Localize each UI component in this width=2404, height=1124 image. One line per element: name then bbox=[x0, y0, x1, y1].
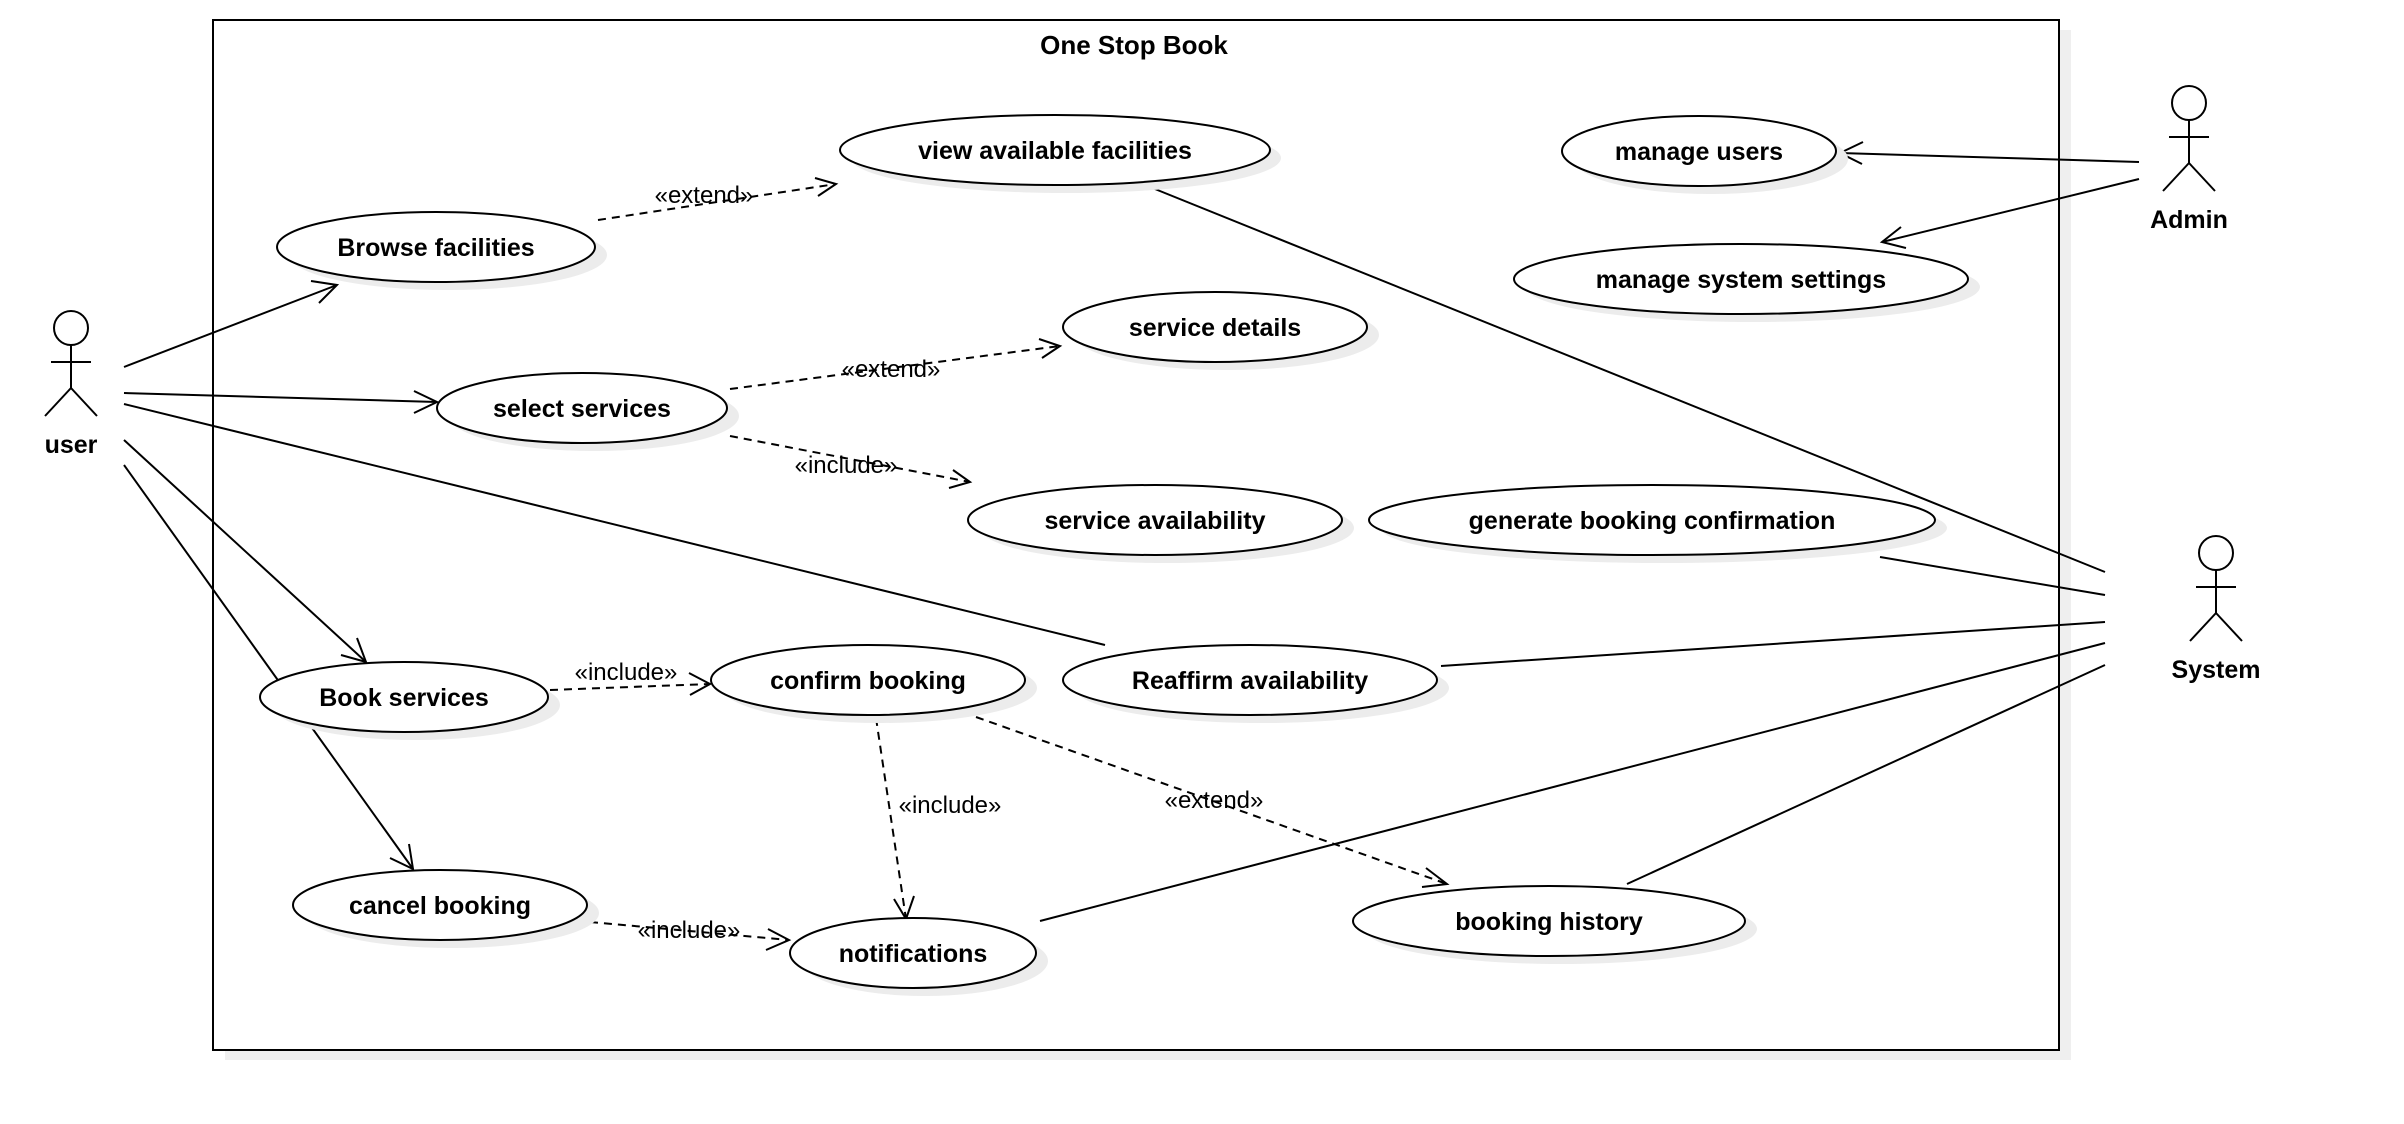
assoc-user-book bbox=[123, 439, 367, 663]
dep-browse-view bbox=[597, 183, 837, 221]
assoc-system-generate bbox=[1879, 556, 2106, 596]
arrowhead-user-browse bbox=[310, 280, 340, 304]
dependencies: «extend» «extend» «include» «include» «i… bbox=[549, 177, 1450, 951]
label-browse-extend: «extend» bbox=[655, 182, 754, 209]
use-case-label: service availability bbox=[1045, 507, 1266, 535]
use-case-label: Reaffirm availability bbox=[1132, 667, 1368, 695]
label-select-extend: «extend» bbox=[842, 356, 941, 383]
actor-label: Admin bbox=[2150, 206, 2228, 234]
use-case-browse-facilities[interactable]: Browse facilities bbox=[276, 211, 607, 290]
use-case-book-services[interactable]: Book services bbox=[259, 661, 560, 740]
label-select-include: «include» bbox=[795, 452, 898, 479]
use-case-label: confirm booking bbox=[770, 667, 966, 695]
actor-user[interactable]: user bbox=[44, 310, 98, 459]
assoc-system-notifications bbox=[1039, 642, 2106, 922]
dep-cancel-notifications bbox=[589, 921, 790, 941]
actor-label: user bbox=[45, 431, 98, 459]
label-cancel-include: «include» bbox=[638, 917, 741, 944]
use-case-confirm-booking[interactable]: confirm booking bbox=[710, 644, 1037, 723]
assoc-admin-users bbox=[1839, 152, 2140, 163]
assoc-user-cancel bbox=[123, 464, 414, 870]
assoc-user-select bbox=[123, 392, 438, 403]
use-case-label: manage system settings bbox=[1596, 266, 1886, 294]
arrowhead-book-confirm bbox=[688, 672, 713, 696]
arrowhead-cancel-notifications bbox=[765, 928, 792, 951]
arrowhead-user-cancel bbox=[389, 843, 415, 871]
dep-book-confirm bbox=[549, 683, 711, 691]
associations bbox=[123, 141, 2140, 922]
actor-right-leg bbox=[70, 387, 98, 417]
use-case-booking-history[interactable]: booking history bbox=[1352, 885, 1757, 964]
assoc-user-reaffirm bbox=[123, 403, 1106, 646]
use-case-generate-confirmation[interactable]: generate booking confirmation bbox=[1368, 484, 1947, 563]
use-case-label: service details bbox=[1129, 314, 1301, 342]
actor-left-leg bbox=[2189, 612, 2217, 642]
use-case-reaffirm-availability[interactable]: Reaffirm availability bbox=[1062, 644, 1449, 723]
actor-label: System bbox=[2172, 656, 2261, 684]
assoc-system-history bbox=[1626, 664, 2106, 885]
use-case-service-availability[interactable]: service availability bbox=[967, 484, 1354, 563]
arrowhead-user-select bbox=[413, 390, 440, 414]
actor-right-leg bbox=[2215, 612, 2243, 642]
dep-confirm-notifications bbox=[875, 717, 907, 920]
use-case-manage-users[interactable]: manage users bbox=[1561, 115, 1848, 194]
use-case-label: notifications bbox=[839, 940, 988, 968]
use-case-label: Browse facilities bbox=[337, 234, 534, 262]
dep-select-availability bbox=[729, 435, 971, 483]
arrowhead-user-book bbox=[340, 637, 368, 664]
use-case-label: view available facilities bbox=[918, 137, 1192, 165]
actor-system[interactable]: System bbox=[2172, 535, 2261, 684]
assoc-system-view bbox=[1149, 186, 2106, 573]
system-title: One Stop Book bbox=[1040, 30, 1228, 60]
assoc-user-browse bbox=[123, 284, 338, 368]
use-case-label: booking history bbox=[1455, 908, 1643, 936]
use-case-view-facilities[interactable]: view available facilities bbox=[839, 114, 1281, 193]
use-case-label: cancel booking bbox=[349, 892, 531, 920]
use-case-notifications[interactable]: notifications bbox=[789, 917, 1048, 996]
assoc-system-reaffirm bbox=[1440, 621, 2106, 667]
use-case-label: manage users bbox=[1615, 138, 1783, 166]
actor-head bbox=[53, 310, 89, 346]
assoc-admin-settings bbox=[1881, 178, 2140, 243]
use-case-label: Book services bbox=[319, 684, 489, 712]
actor-head bbox=[2171, 85, 2207, 121]
arrowhead-admin-settings bbox=[1879, 226, 1907, 249]
label-confirm-include: «include» bbox=[899, 792, 1002, 819]
arrowhead-select-details bbox=[1038, 338, 1063, 359]
actor-head bbox=[2198, 535, 2234, 571]
arrowhead-browse-view bbox=[814, 177, 839, 197]
use-case-cancel-booking[interactable]: cancel booking bbox=[292, 869, 599, 948]
use-case-select-services[interactable]: select services bbox=[436, 372, 739, 451]
actor-admin[interactable]: Admin bbox=[2150, 85, 2228, 234]
use-case-manage-settings[interactable]: manage system settings bbox=[1513, 243, 1980, 322]
actor-left-leg bbox=[44, 387, 72, 417]
arrowhead-confirm-history bbox=[1421, 867, 1450, 888]
arrowhead-select-availability bbox=[948, 469, 973, 489]
label-confirm-extend: «extend» bbox=[1165, 787, 1264, 814]
use-case-service-details[interactable]: service details bbox=[1062, 291, 1379, 370]
use-case-label: generate booking confirmation bbox=[1469, 507, 1836, 535]
actor-right-leg bbox=[2188, 162, 2216, 192]
label-book-include: «include» bbox=[575, 659, 678, 686]
use-case-label: select services bbox=[493, 395, 671, 423]
actor-left-leg bbox=[2162, 162, 2190, 192]
